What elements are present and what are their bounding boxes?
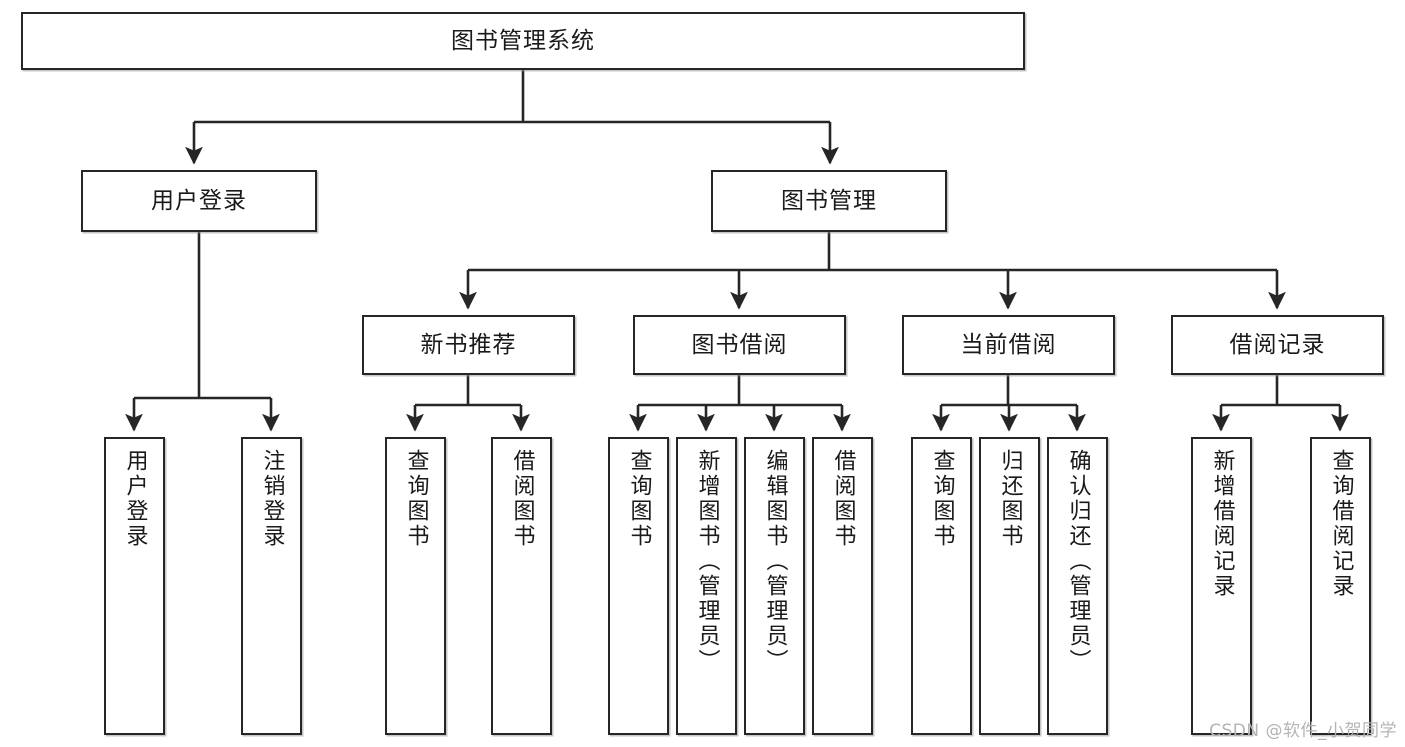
- leaf-borrow-edit-book[interactable]: 编辑图书（管理员）: [744, 437, 805, 735]
- leaf-borrow-add-book[interactable]: 新增图书（管理员）: [676, 437, 737, 735]
- leaf-label: 借阅图书: [830, 449, 856, 549]
- leaf-label: 查询图书: [403, 449, 429, 549]
- leaf-record-query[interactable]: 查询借阅记录: [1310, 437, 1371, 735]
- leaf-record-add[interactable]: 新增借阅记录: [1191, 437, 1252, 735]
- node-user-login[interactable]: 用户登录: [81, 170, 317, 232]
- leaf-label: 借阅图书: [509, 449, 535, 549]
- node-root[interactable]: 图书管理系统: [21, 12, 1025, 70]
- leaf-label: 编辑图书（管理员）: [762, 449, 788, 674]
- leaf-label: 查询借阅记录: [1328, 449, 1354, 599]
- node-book-management[interactable]: 图书管理: [711, 170, 947, 232]
- node-book-borrow[interactable]: 图书借阅: [633, 315, 846, 375]
- node-current-borrow-label: 当前借阅: [960, 331, 1057, 358]
- node-current-borrow[interactable]: 当前借阅: [902, 315, 1115, 375]
- csdn-watermark: CSDN @软件_小贺同学: [1209, 721, 1397, 741]
- leaf-label: 新增图书（管理员）: [694, 449, 720, 674]
- leaf-label: 查询图书: [929, 449, 955, 549]
- node-new-book-recommend[interactable]: 新书推荐: [362, 315, 575, 375]
- leaf-new-book-borrow[interactable]: 借阅图书: [491, 437, 552, 735]
- leaf-current-query-book[interactable]: 查询图书: [911, 437, 972, 735]
- leaf-borrow-query-book[interactable]: 查询图书: [608, 437, 669, 735]
- node-root-label: 图书管理系统: [451, 27, 595, 54]
- leaf-label: 新增借阅记录: [1209, 449, 1235, 599]
- node-user-login-label: 用户登录: [151, 187, 247, 214]
- leaf-label: 归还图书: [997, 449, 1023, 549]
- leaf-user-login-logout[interactable]: 注销登录: [241, 437, 302, 735]
- leaf-borrow-borrow-book[interactable]: 借阅图书: [812, 437, 873, 735]
- leaf-label: 注销登录: [259, 449, 285, 549]
- leaf-current-confirm-return[interactable]: 确认归还（管理员）: [1047, 437, 1108, 735]
- node-book-borrow-label: 图书借阅: [691, 331, 788, 358]
- leaf-label: 确认归还（管理员）: [1065, 449, 1091, 674]
- node-borrow-record-label: 借阅记录: [1229, 331, 1326, 358]
- leaf-new-book-query[interactable]: 查询图书: [385, 437, 446, 735]
- leaf-current-return-book[interactable]: 归还图书: [979, 437, 1040, 735]
- node-new-book-recommend-label: 新书推荐: [420, 331, 517, 358]
- node-book-management-label: 图书管理: [781, 187, 877, 214]
- node-borrow-record[interactable]: 借阅记录: [1171, 315, 1384, 375]
- leaf-label: 查询图书: [626, 449, 652, 549]
- leaf-label: 用户登录: [122, 449, 148, 549]
- leaf-user-login-login[interactable]: 用户登录: [104, 437, 165, 735]
